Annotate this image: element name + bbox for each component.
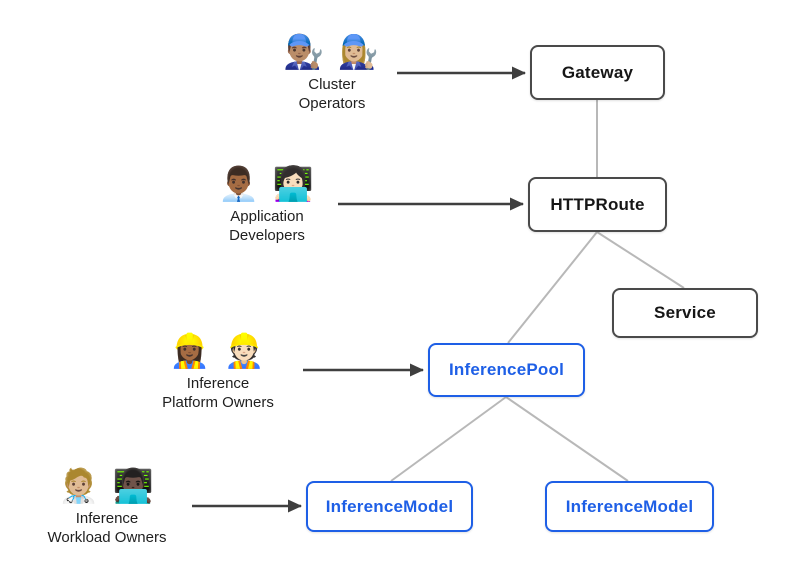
edge-inferencepool-inferencemodel-left: [390, 396, 507, 482]
actor-inference-platform-owners: 👷🏾‍♀️ 👷🏻 Inference Platform Owners: [128, 330, 308, 412]
mechanics-emoji: 👨🏽‍🔧 👩🏼‍🔧: [283, 33, 381, 70]
node-httproute: HTTPRoute: [528, 177, 667, 232]
actor-label-inference-platform-owners: Inference Platform Owners: [162, 375, 274, 411]
actor-inference-workload-owners: 🧑🏼‍⚕️ 👨🏿‍💻 Inference Workload Owners: [17, 465, 197, 547]
edge-httproute-service: [596, 231, 685, 289]
actor-label-inference-workload-owners: Inference Workload Owners: [47, 510, 167, 546]
node-inferencemodel-right: InferenceModel: [545, 481, 714, 532]
actor-cluster-operators: 👨🏽‍🔧 👩🏼‍🔧 Cluster Operators: [242, 31, 422, 113]
actor-application-developers: 👨🏾‍💼 👩🏻‍💻 Application Developers: [177, 163, 357, 245]
edge-httproute-inferencepool: [507, 231, 598, 344]
node-service: Service: [612, 288, 758, 338]
construction-workers-emoji: 👷🏾‍♀️ 👷🏻: [169, 332, 267, 369]
node-inferencemodel-left: InferenceModel: [306, 481, 473, 532]
health-worker-technologist-emoji: 🧑🏼‍⚕️ 👨🏿‍💻: [58, 467, 156, 504]
node-inferencepool: InferencePool: [428, 343, 585, 397]
actor-label-cluster-operators: Cluster Operators: [298, 76, 366, 112]
actor-label-application-developers: Application Developers: [229, 208, 305, 244]
node-gateway: Gateway: [530, 45, 665, 100]
edge-inferencepool-inferencemodel-right: [505, 396, 629, 482]
office-worker-technologist-emoji: 👨🏾‍💼 👩🏻‍💻: [218, 165, 316, 202]
